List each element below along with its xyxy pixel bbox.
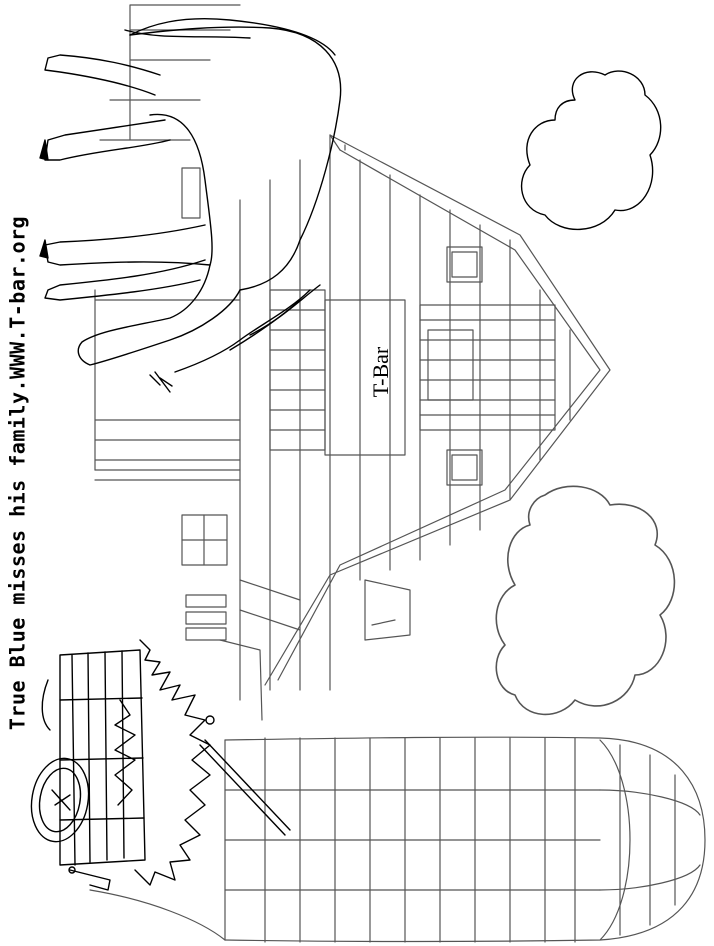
barn-sign-text: T-Bar bbox=[368, 346, 393, 398]
hay-cart-icon bbox=[25, 640, 290, 890]
page-caption: True Blue misses his family.WWW.T-bar.or… bbox=[5, 215, 30, 731]
tree-icon bbox=[496, 486, 674, 714]
cloud-icon bbox=[522, 71, 661, 229]
silo-icon bbox=[90, 737, 705, 942]
barn-icon bbox=[95, 5, 610, 720]
horse-icon bbox=[40, 19, 341, 392]
